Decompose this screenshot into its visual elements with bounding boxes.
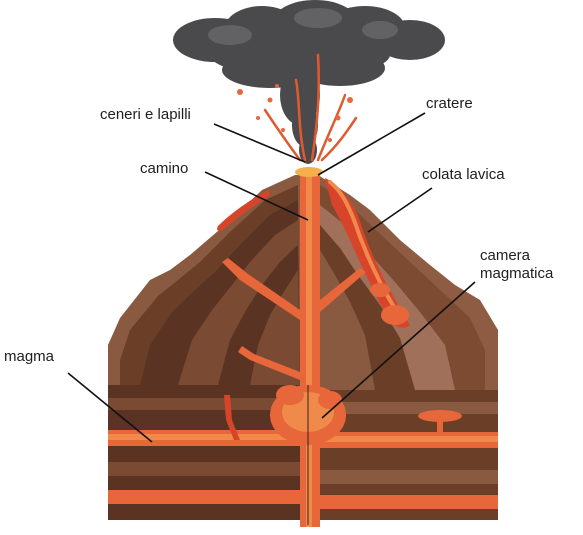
leader-chamber xyxy=(321,281,476,419)
lava-flow xyxy=(217,178,410,328)
lapilli-particles xyxy=(237,84,353,142)
leader-magma xyxy=(67,372,153,443)
label-ash: ceneri e lapilli xyxy=(100,106,191,123)
label-chamber-line2: magmatica xyxy=(480,265,554,282)
label-vent: camino xyxy=(140,160,189,177)
label-lava-flow: colata lavica xyxy=(422,166,505,183)
label-magma-chamber: camera magmatica xyxy=(480,247,553,283)
label-chamber-line1: camera xyxy=(480,247,531,264)
ash-cloud-highlights xyxy=(208,8,398,45)
label-crater: cratere xyxy=(426,95,473,112)
lapilli-streaks xyxy=(263,53,358,162)
leader-lines xyxy=(67,112,476,443)
leader-ash xyxy=(213,123,306,163)
leader-crater xyxy=(317,112,426,176)
label-magma: magma xyxy=(4,348,55,365)
leader-lava-flow xyxy=(367,187,433,233)
volcano-cone xyxy=(108,175,498,390)
leader-vent xyxy=(204,171,309,221)
